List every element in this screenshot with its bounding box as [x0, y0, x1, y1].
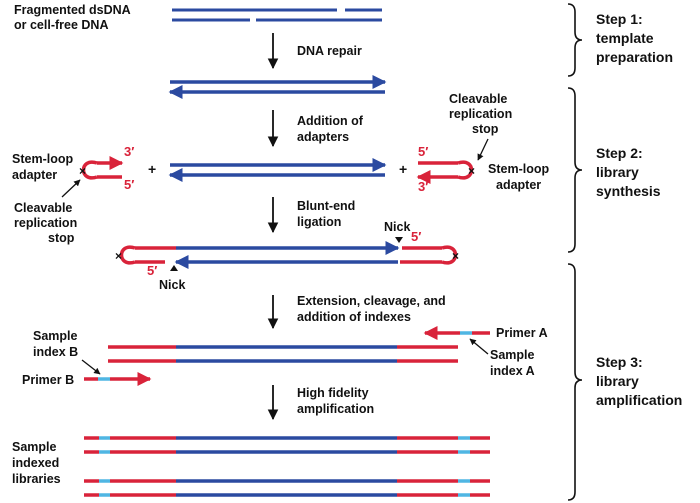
left-cleavable-line2: replication: [14, 216, 77, 230]
right-adapter-3prime: 3′: [418, 179, 428, 194]
plus-left: +: [148, 161, 156, 177]
step2-title: Step 2:: [596, 145, 643, 161]
sample-index-a-pointer: [469, 338, 489, 355]
right-cleavable-pointer: [477, 138, 489, 161]
ligated-right-5prime: 5′: [411, 229, 421, 244]
left-cleave-mark: ×: [79, 164, 86, 178]
right-cleavable-line2: replication: [449, 107, 512, 121]
left-adapter-5prime: 5′: [124, 177, 134, 192]
blunt-label-line1: Blunt-end: [297, 199, 355, 213]
sample-index-b-pointer: [81, 359, 101, 375]
ligated-right-cleave-mark: ×: [452, 249, 459, 263]
left-stem-loop-adapter: [81, 156, 124, 180]
addition-label-line2: adapters: [297, 130, 349, 144]
primer-a-label: Primer A: [496, 326, 548, 340]
high-fidelity-label-line1: High fidelity: [297, 386, 369, 400]
middle-dna-duplex: [168, 158, 387, 182]
step3-line2: amplification: [596, 392, 682, 408]
fragmented-label-line2: or cell-free DNA: [14, 18, 108, 32]
ligated-construct: [119, 241, 458, 269]
step2-brace: [567, 87, 583, 253]
left-stemloop-label-line2: adapter: [12, 168, 57, 182]
left-cleavable-pointer: [61, 179, 81, 198]
step1-title: Step 1:: [596, 11, 643, 27]
blunt-label-line2: ligation: [297, 215, 341, 229]
step3-title: Step 3:: [596, 354, 643, 370]
library-duplex-2: [84, 479, 490, 497]
nick-right-marker: [395, 237, 403, 243]
dna-repair-label: DNA repair: [297, 44, 362, 58]
right-adapter-5prime: 5′: [418, 144, 428, 159]
step1-line1: template: [596, 30, 654, 46]
right-stemloop-label-line1: Stem-loop: [488, 162, 549, 176]
libraries-label-line3: libraries: [12, 472, 61, 486]
right-cleave-mark: ×: [468, 164, 475, 178]
indexed-template-duplex: [108, 345, 458, 363]
extension-label-line1: Extension, cleavage, and: [297, 294, 446, 308]
right-stemloop-label-line2: adapter: [496, 178, 541, 192]
libraries-label-line1: Sample: [12, 440, 57, 454]
repaired-dna-duplex: [168, 75, 387, 99]
step1-line2: preparation: [596, 49, 673, 65]
nick-left-marker: [170, 265, 178, 271]
plus-right: +: [399, 161, 407, 177]
left-cleavable-line3: stop: [48, 231, 75, 245]
libraries-label-line2: indexed: [12, 456, 59, 470]
nick-left-label: Nick: [159, 278, 185, 292]
right-cleavable-line1: Cleavable: [449, 92, 507, 106]
step2-line1: library: [596, 164, 639, 180]
extension-label-line2: addition of indexes: [297, 310, 411, 324]
left-stemloop-label-line1: Stem-loop: [12, 152, 73, 166]
right-stem-loop-adapter: [416, 160, 474, 184]
primer-b-label: Primer B: [22, 373, 74, 387]
high-fidelity-label-line2: amplification: [297, 402, 374, 416]
sample-index-a-line2: index A: [490, 364, 535, 378]
ligated-left-cleave-mark: ×: [115, 249, 122, 263]
sample-index-b-line1: Sample: [33, 329, 78, 343]
sample-index-a-line1: Sample: [490, 348, 535, 362]
left-adapter-3prime: 3′: [124, 144, 134, 159]
step3-line1: library: [596, 373, 639, 389]
right-cleavable-line3: stop: [472, 122, 499, 136]
step1-brace: [567, 3, 583, 77]
fragmented-label-line1: Fragmented dsDNA: [14, 3, 131, 17]
addition-label-line1: Addition of: [297, 114, 364, 128]
ligated-left-5prime: 5′: [147, 263, 157, 278]
library-duplex-1: [84, 436, 490, 454]
fragmented-dna-strands: [172, 8, 382, 22]
step3-brace: [567, 263, 583, 501]
step2-line2: synthesis: [596, 183, 661, 199]
left-cleavable-line1: Cleavable: [14, 201, 72, 215]
sample-index-b-line2: index B: [33, 345, 78, 359]
nick-right-label: Nick: [384, 220, 410, 234]
